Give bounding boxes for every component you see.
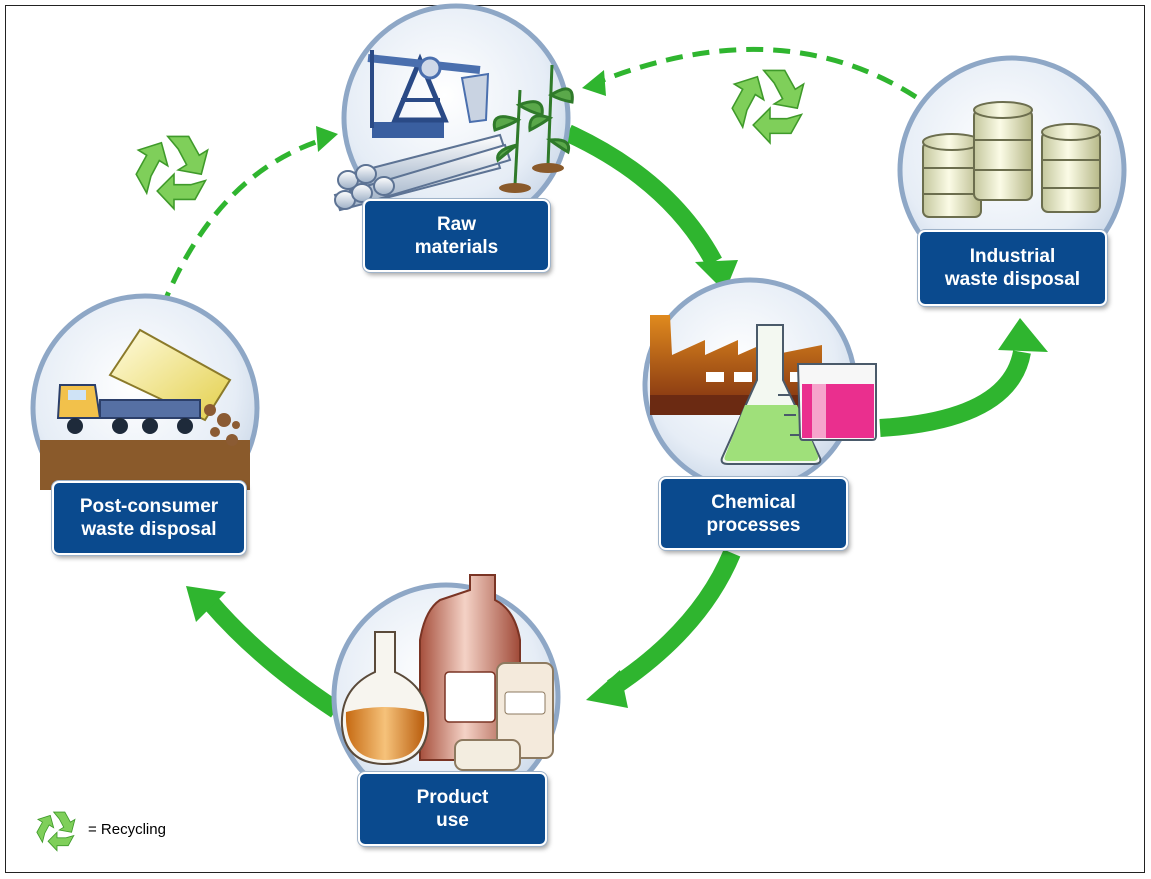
label-post-consumer-line1: Post-consumer <box>79 496 219 517</box>
label-industrial-waste: Industrial waste disposal <box>918 230 1107 306</box>
label-post-consumer-line2: waste disposal <box>81 519 217 540</box>
industrial-waste-illustration <box>897 55 1127 285</box>
label-industrial-waste-line1: Industrial <box>969 246 1056 267</box>
arrow-chemical-to-product <box>607 549 741 696</box>
label-raw-materials-line1: Raw <box>436 213 477 235</box>
label-chemical-processes-line2: processes <box>706 514 801 536</box>
label-raw-materials-line2: materials <box>414 236 499 258</box>
recycle-icon <box>731 69 805 144</box>
label-product-use-line1: Product <box>416 787 489 808</box>
raw-materials-illustration <box>333 3 574 233</box>
product-use-illustration <box>331 574 561 812</box>
recycling-arrowheads <box>316 70 606 152</box>
legend-recycle-icon <box>36 811 76 852</box>
label-product-use: Product use <box>358 772 547 846</box>
arrow-chemical-to-industrial <box>879 349 1031 437</box>
legend-text: = Recycling <box>88 821 166 838</box>
arrow-product-to-postconsumer <box>203 596 341 718</box>
recycle-icon <box>135 135 209 210</box>
chemical-processes-illustration <box>642 277 877 493</box>
flow-arrows <box>203 124 1031 718</box>
label-industrial-waste-line2: waste disposal <box>944 269 1081 290</box>
arrow-industrial-to-raw <box>597 46 918 100</box>
arrow-postconsumer-to-raw <box>159 137 323 309</box>
label-chemical-processes-line1: Chemical <box>711 491 796 513</box>
recycling-arrows <box>159 46 918 309</box>
label-product-use-line2: use <box>436 810 469 831</box>
label-raw-materials: Raw materials <box>363 199 550 272</box>
flow-arrowheads <box>186 260 1048 708</box>
arrow-raw-to-chemical <box>564 124 722 267</box>
legend: = Recycling <box>88 821 166 838</box>
label-post-consumer: Post-consumer waste disposal <box>52 481 246 555</box>
label-chemical-processes: Chemical processes <box>659 477 848 550</box>
